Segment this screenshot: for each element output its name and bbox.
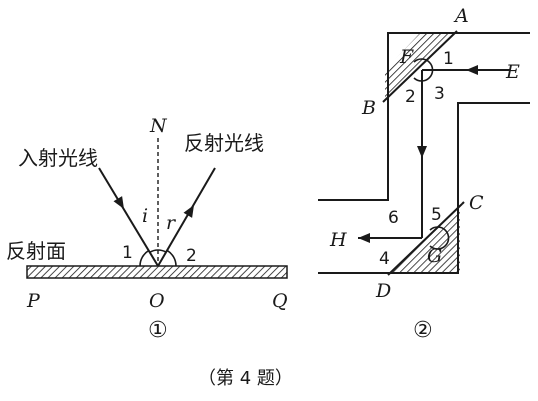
reflective-surface-label: 反射面: [6, 239, 66, 263]
point-o-label: O: [149, 290, 165, 312]
figure-1: 入射光线 反射光线 反射面 N i r 1 2 P O Q ①: [6, 115, 288, 343]
bottom-mirror-extension: [461, 201, 465, 205]
angle-arc-i: [149, 249, 159, 254]
angle-2-label: 2: [186, 246, 197, 266]
point-a-label: A: [453, 5, 469, 27]
angle-3-label-fig2: 3: [434, 84, 445, 104]
bottom-mirror: [387, 203, 463, 276]
problem-caption: （第 4 题）: [198, 368, 293, 389]
angle-arcs-f: [413, 58, 434, 82]
figure-1-index: ①: [148, 318, 168, 343]
angle-5-label-fig2: 5: [431, 205, 442, 225]
angle-arc-2: [166, 249, 177, 267]
reflected-ray-label: 反射光线: [184, 131, 264, 155]
incident-ray: [98, 167, 159, 267]
point-p-label: P: [26, 290, 41, 312]
angle-6-label-fig2: 6: [388, 208, 399, 228]
angle-arc-r: [157, 249, 167, 253]
angle-i-label: i: [142, 205, 148, 227]
angle-1-label: 1: [122, 243, 133, 263]
reflected-arrow: [183, 205, 194, 218]
point-d-label: D: [375, 280, 391, 302]
incident-ray-label: 入射光线: [18, 146, 98, 170]
reflective-surface: [26, 265, 288, 279]
figure-2-index: ②: [413, 318, 433, 343]
angle-4-label-fig2: 4: [379, 249, 390, 269]
angle-1-label-fig2: 1: [443, 49, 454, 69]
periscope-outer-wall: [318, 32, 530, 201]
ray-e-arrow: [466, 65, 478, 75]
normal-label: N: [149, 115, 168, 137]
incident-arrow: [113, 196, 124, 209]
ray-fg-arrow: [417, 146, 427, 158]
reflected-ray: [157, 167, 216, 267]
angle-arc-1: [139, 249, 150, 267]
ray-h-arrow: [358, 233, 370, 243]
top-mirror: [382, 30, 458, 103]
point-g-label: G: [427, 245, 442, 267]
point-f-label: F: [399, 46, 414, 68]
point-h-label: H: [329, 229, 347, 251]
point-e-label: E: [505, 61, 520, 83]
periscope-inner-wall: [318, 102, 530, 274]
point-c-label: C: [469, 192, 484, 214]
angle-2-label-fig2: 2: [405, 87, 416, 107]
angle-r-label: r: [166, 212, 177, 234]
figure-2: A F 1 E 2 3 B 6 5 C H 4 G D ②: [318, 5, 530, 343]
point-b-label: B: [361, 97, 376, 119]
angle-arcs-g: [429, 226, 450, 250]
point-q-label: Q: [272, 290, 288, 312]
